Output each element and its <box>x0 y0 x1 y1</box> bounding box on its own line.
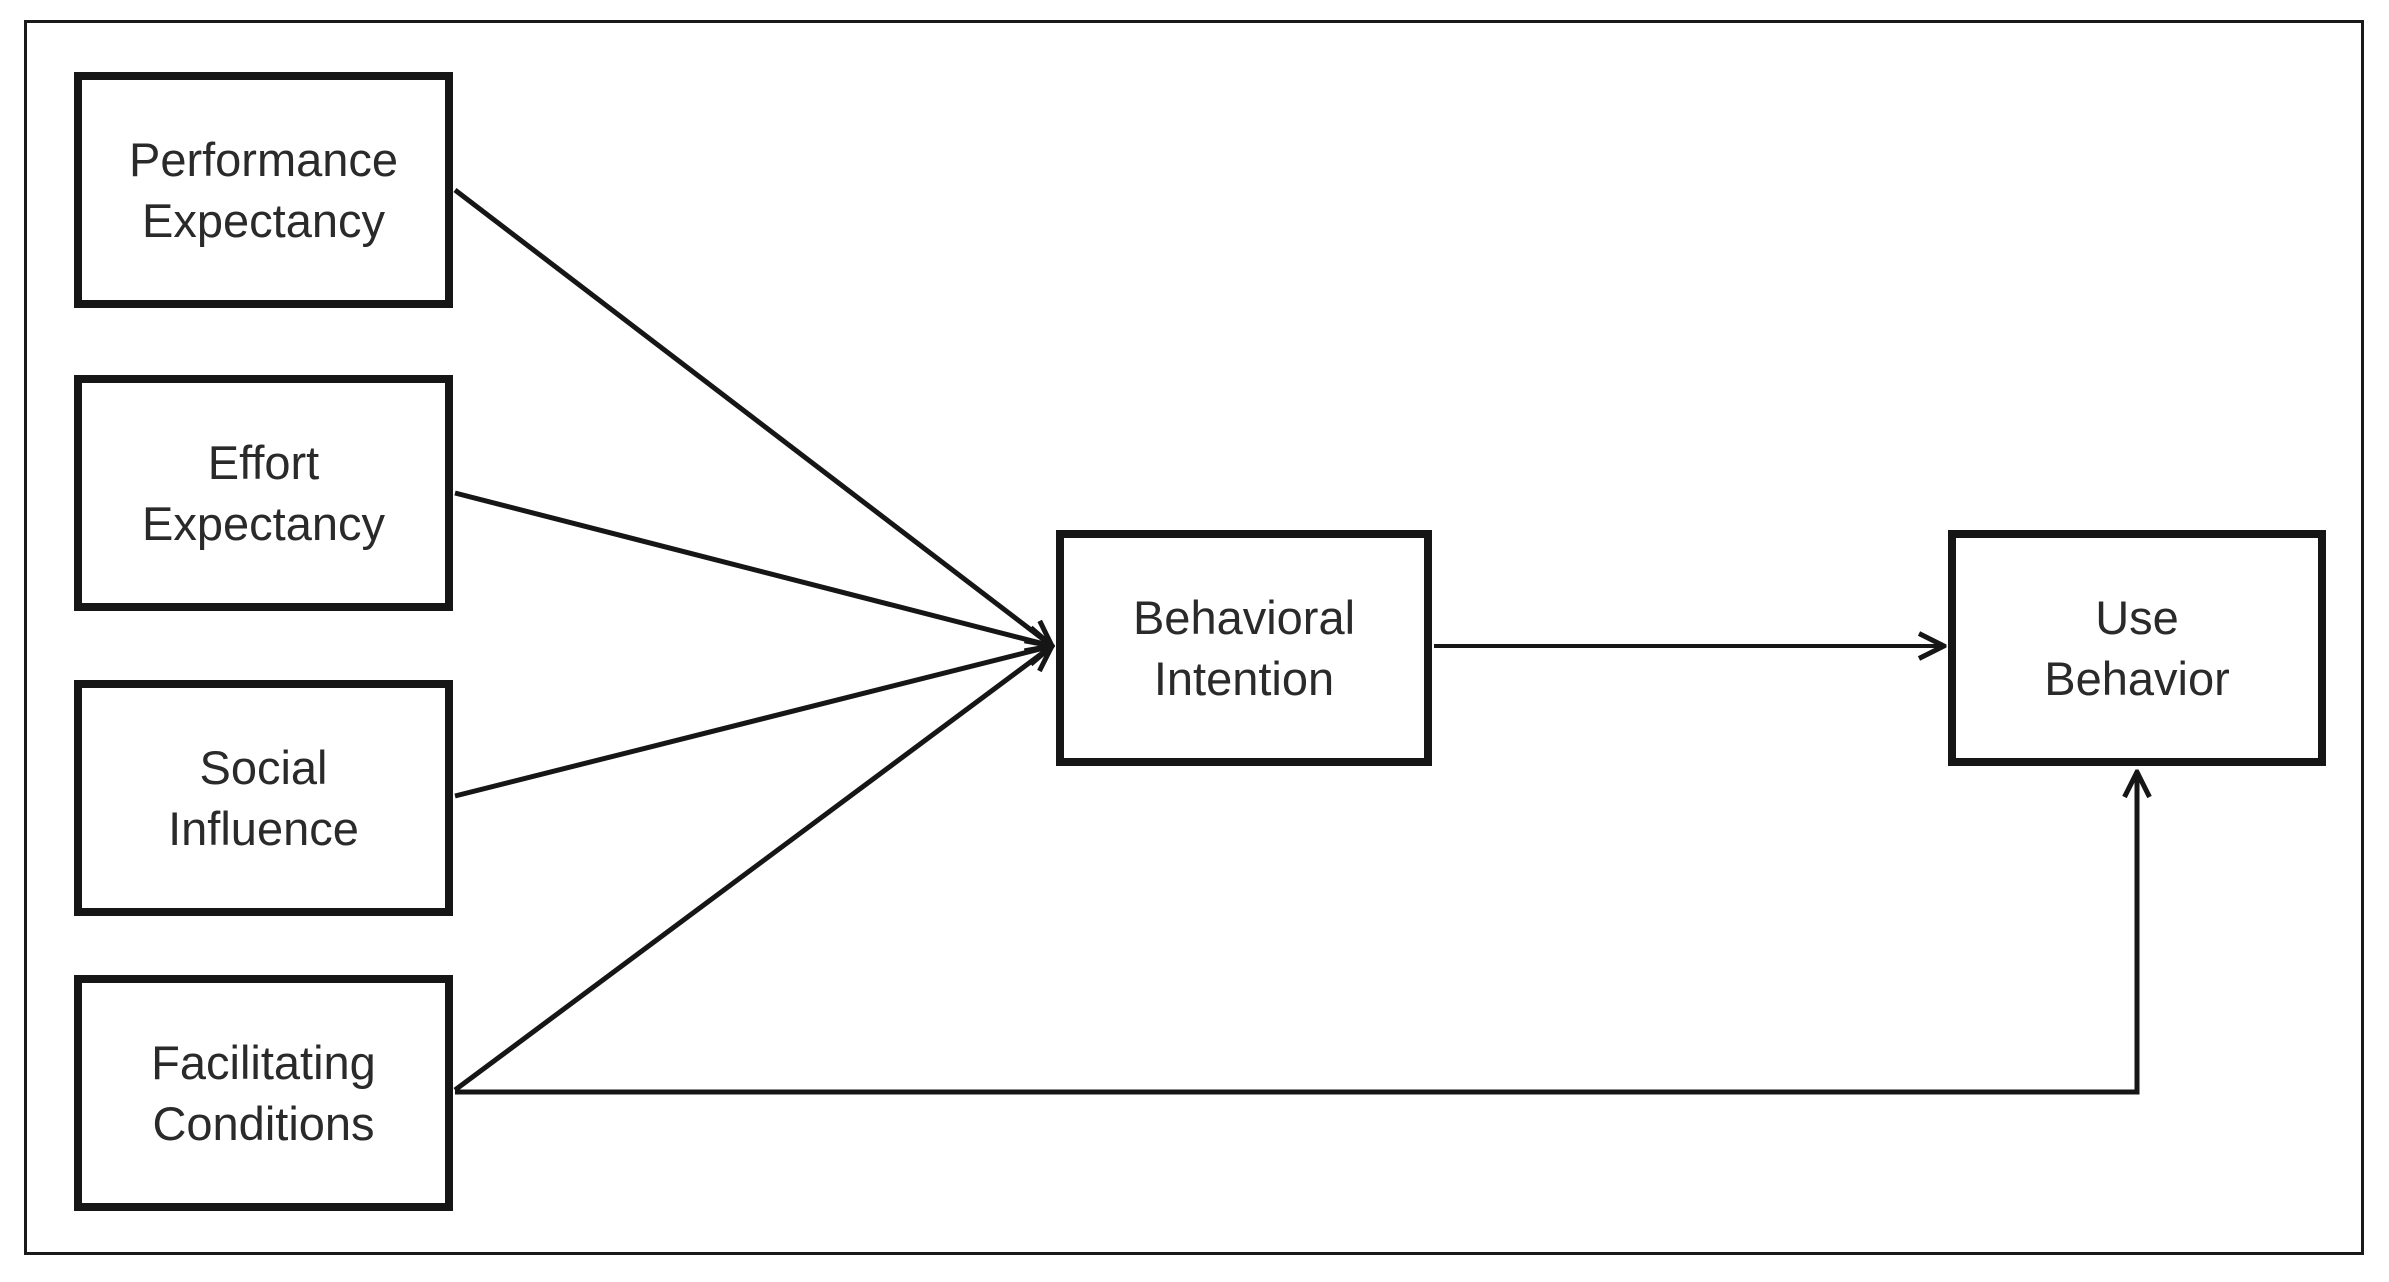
facilitating-conditions-label-line2: Conditions <box>152 1097 375 1150</box>
edge-facilitating-conditions-to-behavioral-intention <box>453 646 1052 1093</box>
performance-expectancy-box: Performance Expectancy <box>74 72 453 308</box>
facilitating-conditions-box: Facilitating Conditions <box>74 975 453 1211</box>
use-behavior-label-line1: Use <box>2095 591 2179 644</box>
performance-expectancy-label-line1: Performance <box>128 133 399 186</box>
social-influence-box: Social Influence <box>74 680 453 916</box>
effort-expectancy-label-line1: Effort <box>207 436 320 489</box>
effort-expectancy-label-line2: Expectancy <box>142 497 385 550</box>
behavioral-intention-label-line2: Intention <box>1153 652 1335 705</box>
facilitating-conditions-label-line1: Facilitating <box>151 1036 376 1089</box>
performance-expectancy-label-line2: Expectancy <box>142 194 385 247</box>
edge-social-influence-to-behavioral-intention <box>454 646 1052 799</box>
edge-effort-expectancy-to-behavioral-intention <box>454 490 1052 646</box>
edge-performance-expectancy-to-behavioral-intention <box>453 188 1052 646</box>
behavioral-intention-label-line1: Behavioral <box>1132 591 1356 644</box>
effort-expectancy-box: Effort Expectancy <box>74 375 453 611</box>
social-influence-label-line2: Influence <box>168 802 359 855</box>
use-behavior-label-line2: Behavior <box>2044 652 2230 705</box>
use-behavior-box: Use Behavior <box>1948 530 2326 766</box>
edge-facilitating-conditions-to-use-behavior <box>455 772 2137 1095</box>
social-influence-label-line1: Social <box>199 741 328 794</box>
behavioral-intention-box: Behavioral Intention <box>1056 530 1432 766</box>
